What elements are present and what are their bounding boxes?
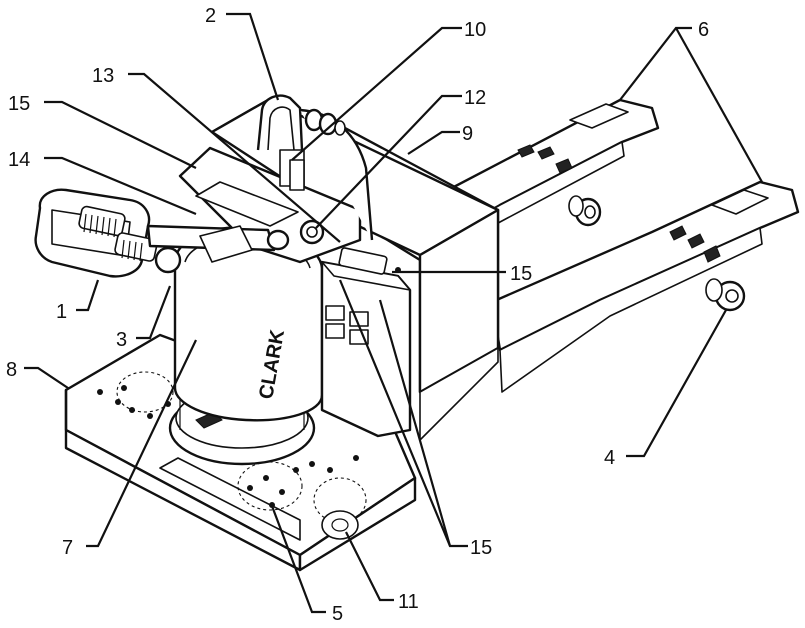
control-panel [320, 247, 412, 438]
grab-handle [256, 94, 374, 241]
label-10: 10 [464, 19, 486, 41]
label-1: 1 [56, 301, 67, 323]
leader-lines [24, 12, 763, 614]
label-2: 2 [205, 5, 216, 27]
label-5: 5 [332, 603, 343, 625]
label-14: 14 [8, 149, 30, 171]
label-9: 9 [462, 123, 473, 145]
spring-coil [83, 213, 117, 238]
tiller-arm [34, 188, 290, 278]
label-7: 7 [62, 537, 73, 559]
label-4: 4 [604, 447, 615, 469]
label-11: 11 [398, 591, 419, 613]
label-3: 3 [116, 329, 127, 351]
label-8: 8 [6, 359, 17, 381]
label-15-right: 15 [510, 263, 532, 285]
label-6: 6 [698, 19, 709, 41]
label-15-bottom: 15 [470, 537, 492, 559]
label-13: 13 [92, 65, 114, 87]
callout-labels: 2 10 6 13 12 15 9 14 15 1 3 8 4 15 7 11 … [6, 5, 709, 625]
forks [446, 98, 800, 393]
label-12: 12 [464, 87, 486, 109]
label-15-top: 15 [8, 93, 30, 115]
